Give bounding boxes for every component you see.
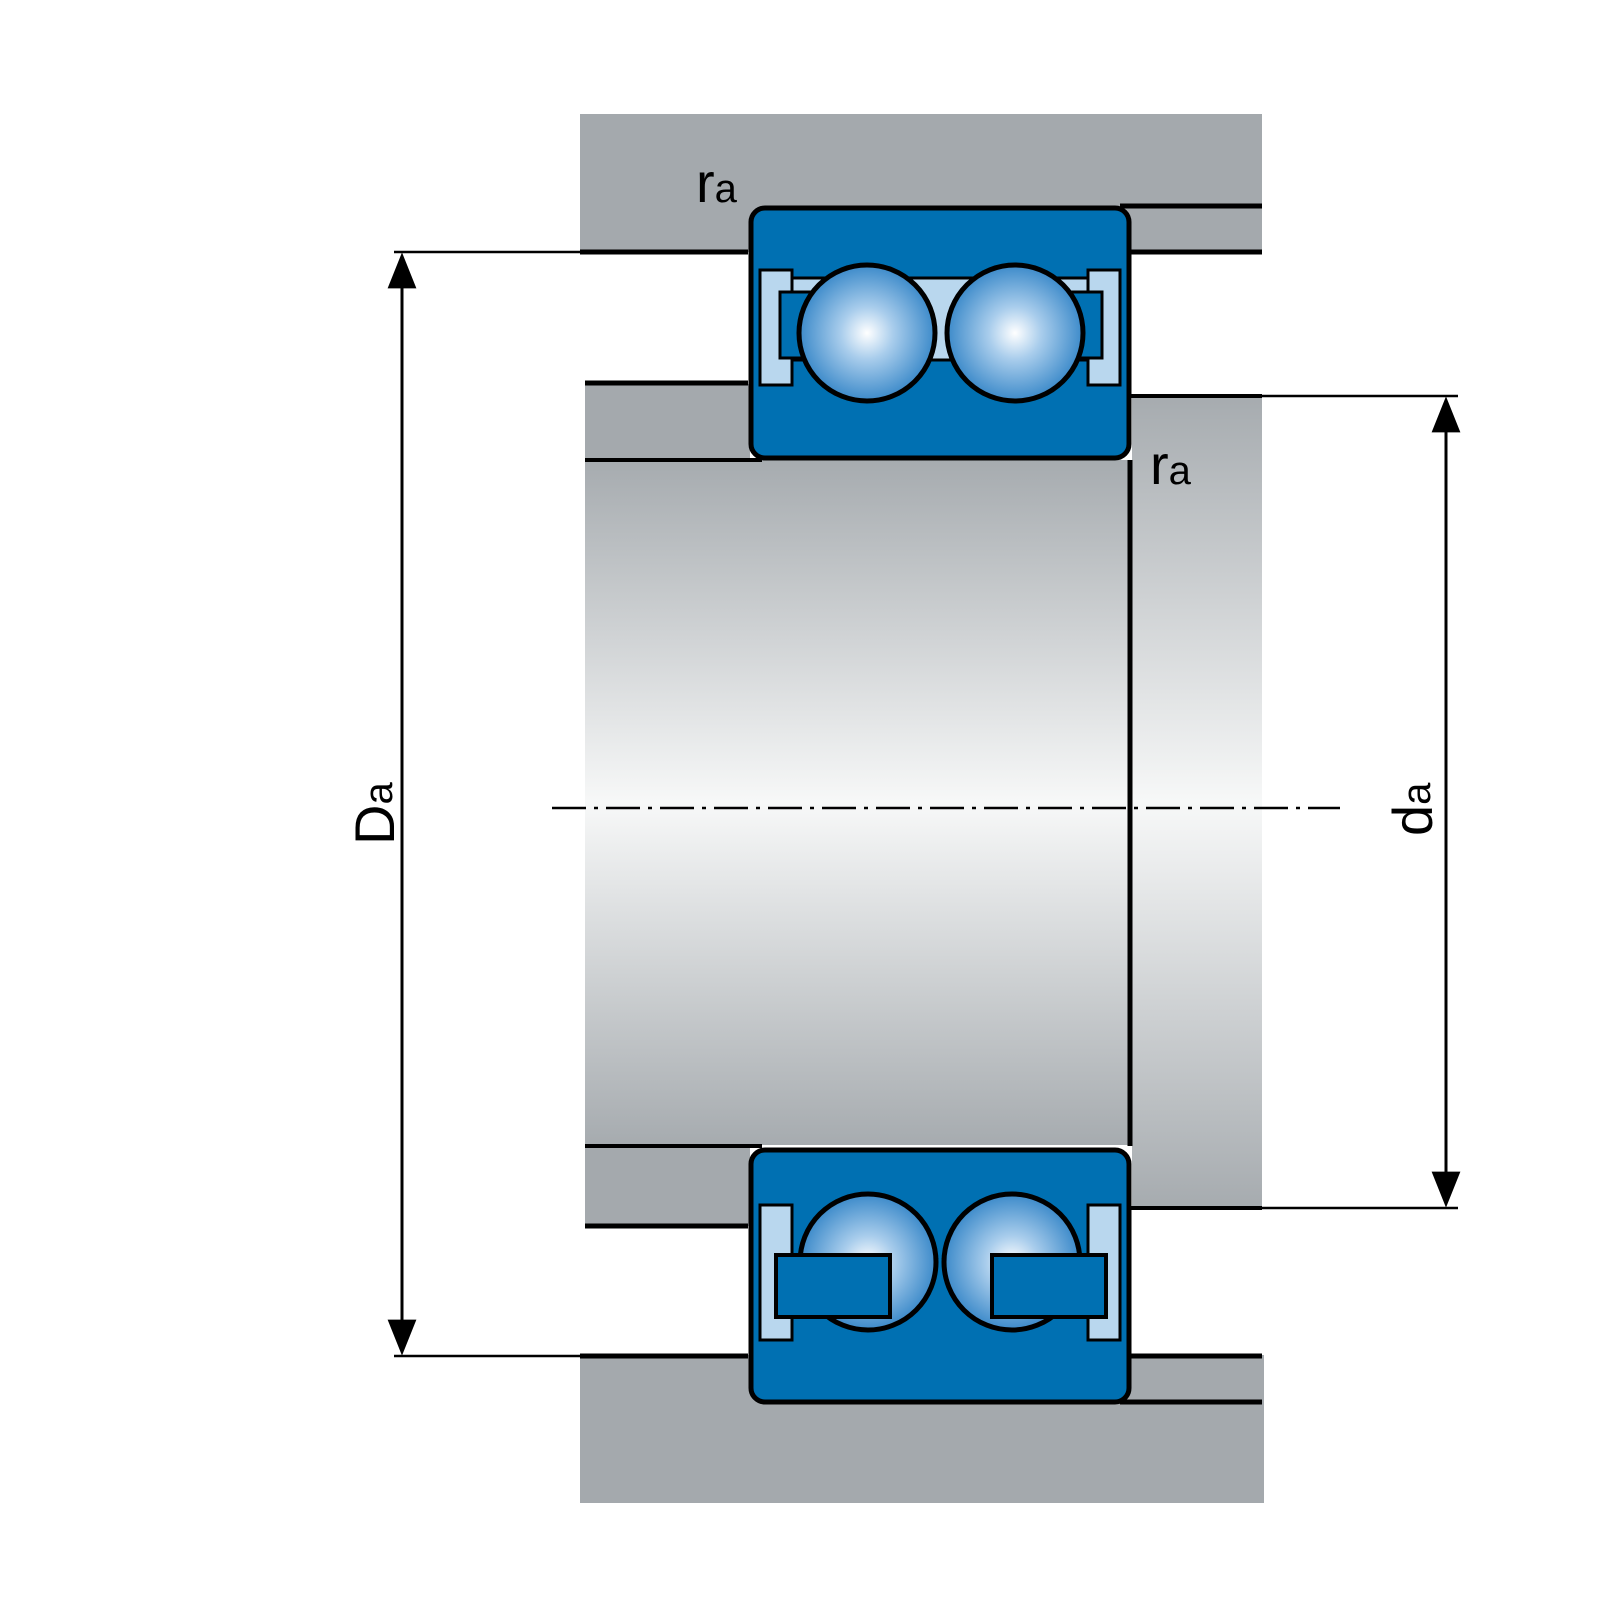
- label-inner-diameter: da: [1381, 782, 1444, 836]
- label-radius-top: ra: [696, 151, 738, 214]
- cage-pocket-bottom-right: [990, 1253, 1108, 1319]
- ball-top-left: [796, 262, 938, 404]
- shaft: [585, 380, 1262, 1229]
- ball-top-right: [944, 262, 1086, 404]
- bearing-section-top: [748, 205, 1132, 461]
- label-radius-right: ra: [1150, 433, 1192, 496]
- shaft-body: [585, 460, 1130, 1145]
- shaft-collar-bottom: [585, 1148, 750, 1226]
- bearing-section-bottom: [748, 1147, 1132, 1405]
- dimension-inner-diameter: da: [1262, 394, 1461, 1210]
- shaft-collar-top: [585, 384, 750, 460]
- shaft-step-right: [1132, 396, 1262, 1208]
- dimension-outer-diameter: Da: [343, 250, 580, 1358]
- label-outer-diameter: Da: [343, 782, 406, 845]
- cage-pocket-bottom-left: [774, 1253, 892, 1319]
